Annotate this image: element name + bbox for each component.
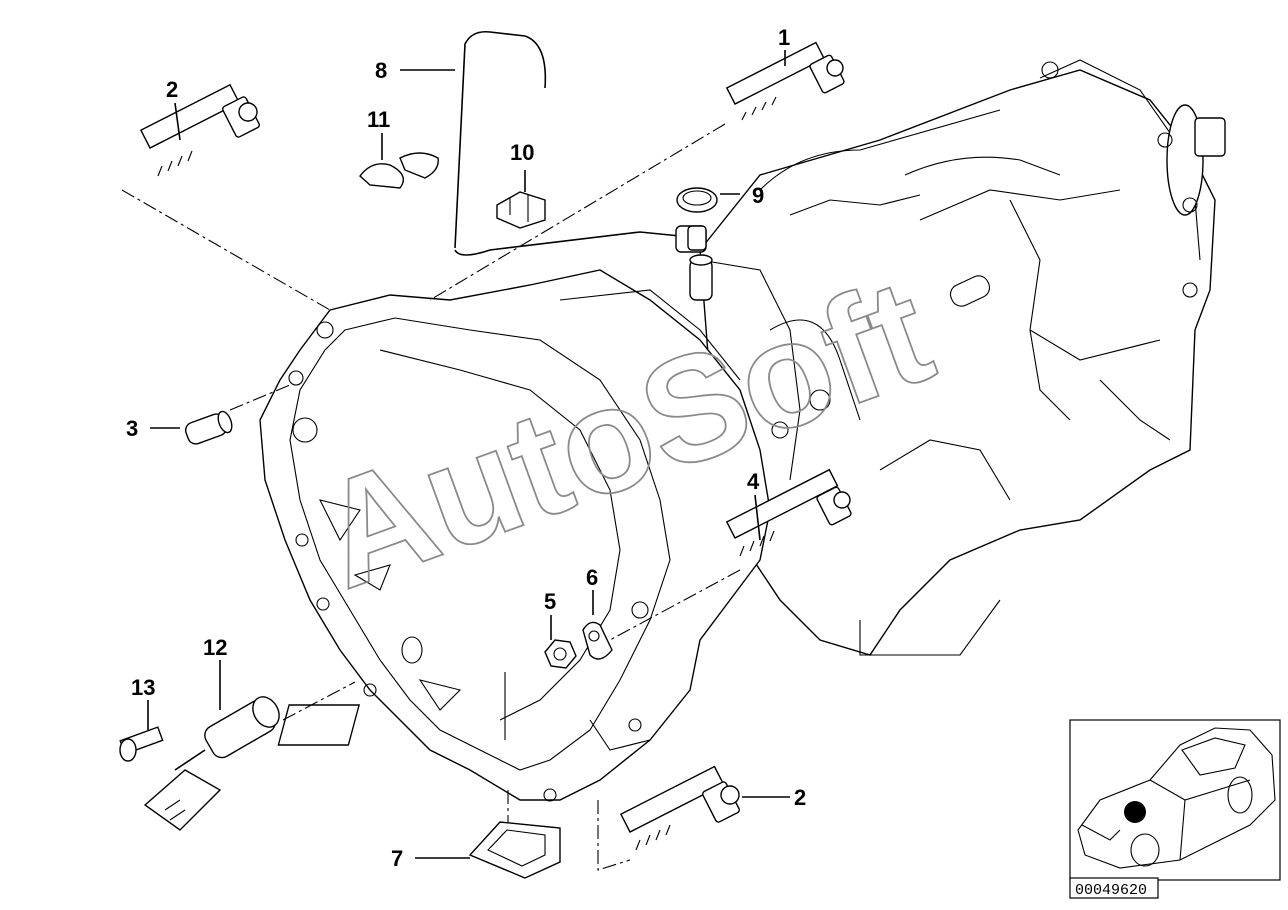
callout-5: 5 <box>544 589 556 614</box>
callout-10: 10 <box>510 140 534 165</box>
reference-number-box: 00049620 <box>1069 877 1159 899</box>
callout-7: 7 <box>391 846 403 871</box>
part-6-bracket <box>582 621 613 660</box>
callout-leaders <box>147 50 790 859</box>
part-1-bolt <box>725 41 845 121</box>
part-2-bolt-lower <box>619 765 740 851</box>
reference-number: 00049620 <box>1075 882 1147 899</box>
location-marker-dot <box>1124 801 1146 823</box>
callout-13: 13 <box>131 675 155 700</box>
part-8-vent-hose <box>454 30 707 256</box>
part-4-bolt <box>725 468 852 557</box>
callout-6: 6 <box>586 565 598 590</box>
callout-9: 9 <box>752 183 764 208</box>
part-2-bolt-upper <box>139 83 260 177</box>
bell-housing <box>259 254 771 802</box>
part-12-sensor <box>143 696 280 831</box>
callout-2-lower: 2 <box>794 785 806 810</box>
vehicle-thumbnail <box>1069 719 1281 881</box>
callout-4: 4 <box>747 469 760 494</box>
part-10-clip <box>496 191 546 229</box>
part-9-clamp-ring <box>676 187 718 213</box>
callout-11: 11 <box>367 107 390 132</box>
leader-lines <box>121 123 741 871</box>
part-7-gasket <box>468 821 561 879</box>
callout-1: 1 <box>778 25 790 50</box>
callout-3: 3 <box>126 416 138 441</box>
part-13-screw <box>119 726 164 762</box>
part-5-nut <box>544 639 577 669</box>
callout-12: 12 <box>203 635 227 660</box>
callout-numbers: 1 2 3 4 5 6 7 8 9 10 11 12 13 2 <box>126 25 806 871</box>
callout-8: 8 <box>375 58 387 83</box>
part-3-sleeve <box>184 410 233 445</box>
callout-2-upper: 2 <box>166 77 178 102</box>
part-11-double-clip <box>359 152 439 189</box>
